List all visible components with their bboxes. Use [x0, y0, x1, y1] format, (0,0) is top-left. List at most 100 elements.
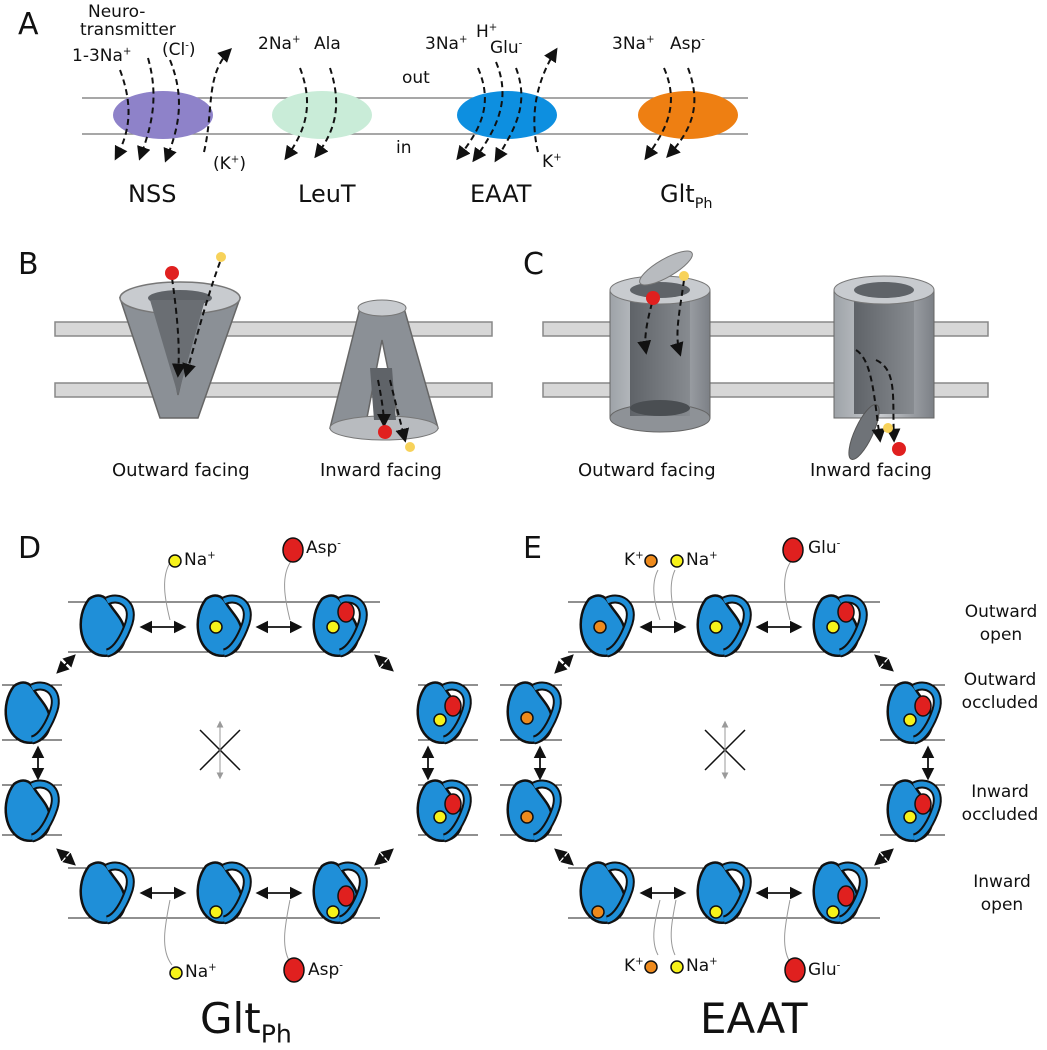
gltph-asp-text: Asp	[670, 34, 702, 54]
d-top-na-charge: +	[207, 550, 216, 562]
e-top-na-charge: +	[709, 550, 718, 562]
gltph-name-text: Glt	[660, 180, 695, 208]
panel-label-c: C	[523, 247, 544, 282]
nss-neurotransmitter-label-2: transmitter	[80, 20, 176, 40]
panel-c-inward-caption: Inward facing	[810, 460, 932, 481]
k-ion-legend	[644, 554, 658, 568]
nss-k-end: )	[239, 154, 246, 174]
e-bottom-k-label: K+	[624, 957, 644, 975]
d-top-asp-text: Asp	[306, 538, 338, 558]
gltph-sodium-label: 3Na+	[612, 34, 655, 54]
gltph-na-text: 3Na	[612, 34, 646, 54]
eaat-transporter	[457, 91, 557, 139]
d-bottom-asp-charge: -	[339, 960, 343, 972]
panel-c	[542, 250, 989, 460]
state-outward-open-line1: Outward	[964, 602, 1038, 622]
ion-dot	[405, 442, 415, 452]
leut-sodium-label: 2Na+	[258, 34, 301, 54]
nss-name: NSS	[128, 180, 177, 208]
nss-chloride-label: (Cl-)	[162, 40, 196, 60]
leut-name: LeuT	[298, 180, 356, 208]
d-bottom-asp-label: Asp-	[308, 960, 343, 979]
gltph-na-charge: +	[645, 34, 655, 46]
nss-k-charge: +	[230, 154, 240, 166]
e-top-k-charge: +	[635, 550, 644, 562]
d-top-asp-label: Asp-	[306, 538, 341, 558]
outward-facing-v-transporter	[118, 281, 242, 419]
cl-end: )	[188, 40, 196, 60]
state-inward-occluded-line1: Inward	[971, 782, 1029, 802]
bound-ions	[209, 601, 462, 919]
d-top-na-text: Na	[184, 550, 208, 570]
panel-b-inward-caption: Inward facing	[320, 460, 442, 481]
e-top-glu-charge: -	[836, 538, 841, 550]
nss-k-text: (K	[213, 154, 231, 174]
ion-dot	[883, 423, 893, 433]
eaat-k-charge: +	[553, 152, 562, 164]
eaat-h-charge: +	[488, 22, 498, 34]
substrate-dot	[892, 442, 906, 456]
nss-na-text: 1-3Na	[72, 46, 123, 66]
d-bottom-na-text: Na	[185, 962, 209, 982]
eaat-h-text: H	[476, 22, 489, 42]
substrate-dot	[378, 425, 392, 439]
eaat-glu-text: Glu	[490, 38, 519, 58]
out-label: out	[402, 68, 430, 88]
panel-a	[82, 47, 748, 163]
nss-na-charge: +	[122, 46, 132, 58]
transporter-shapes	[6, 596, 468, 923]
substrate-dot	[646, 291, 660, 305]
eaat-na-charge: +	[458, 34, 468, 46]
e-top-na-text: Na	[686, 550, 710, 570]
glu-legend	[784, 957, 806, 983]
na-ion-legend	[670, 554, 684, 568]
asp-legend	[282, 537, 304, 563]
cycle-arrows	[533, 620, 935, 900]
e-top-glu-label: Glu-	[808, 538, 841, 558]
gltph-name: GltPh	[660, 180, 713, 211]
e-top-glu-text: Glu	[808, 538, 837, 558]
eaat-glu-charge: -	[518, 38, 523, 50]
nss-transporter	[113, 91, 213, 139]
eaat-proton-label: H+	[476, 22, 498, 42]
eaat-name: EAAT	[470, 180, 532, 208]
d-title-text: Glt	[200, 994, 261, 1043]
nss-potassium-label: (K+)	[213, 154, 246, 174]
leut-na-charge: +	[291, 34, 301, 46]
state-inward-occluded: Inward occluded	[954, 784, 1046, 824]
bound-ions	[520, 601, 932, 919]
d-title: GltPh	[200, 998, 292, 1047]
state-inward-open-line2: open	[980, 895, 1024, 915]
gltph-aspartate-label: Asp-	[670, 34, 705, 54]
eaat-na-text: 3Na	[425, 34, 459, 54]
inward-facing-v-transporter	[329, 299, 439, 441]
e-bottom-glu-text: Glu	[808, 960, 837, 980]
d-bottom-na-charge: +	[208, 962, 217, 974]
d-title-sub: Ph	[260, 1019, 292, 1049]
e-bottom-glu-charge: -	[836, 960, 841, 972]
e-title: EAAT	[700, 994, 808, 1043]
e-bottom-na-text: Na	[686, 956, 710, 976]
panel-label-a: A	[18, 7, 39, 42]
center-cross	[199, 720, 241, 780]
panel-e	[500, 537, 945, 983]
nss-sodium-label: 1-3Na+	[72, 46, 132, 66]
state-inward-occluded-line2: occluded	[961, 805, 1039, 825]
cl-text: (Cl	[162, 40, 186, 60]
leut-na-text: 2Na	[258, 34, 292, 54]
panel-a-flux-arrows	[114, 47, 696, 163]
nss-neurotransmitter-label-1: Neuro-	[88, 2, 146, 22]
ion-dot	[679, 271, 689, 281]
panel-c-outward-caption: Outward facing	[578, 460, 716, 481]
leut-alanine-label: Ala	[314, 34, 341, 54]
leut-transporter	[272, 91, 372, 139]
gltph-name-sub: Ph	[694, 195, 713, 212]
d-bottom-na-label: Na+	[185, 962, 217, 982]
e-top-na-label: Na+	[686, 550, 718, 570]
e-bottom-na-label: Na+	[686, 956, 718, 976]
outward-facing-cylinder	[609, 250, 711, 433]
panel-label-e: E	[523, 531, 542, 566]
e-top-k-label: K+	[624, 550, 644, 569]
panel-label-d: D	[18, 531, 42, 566]
